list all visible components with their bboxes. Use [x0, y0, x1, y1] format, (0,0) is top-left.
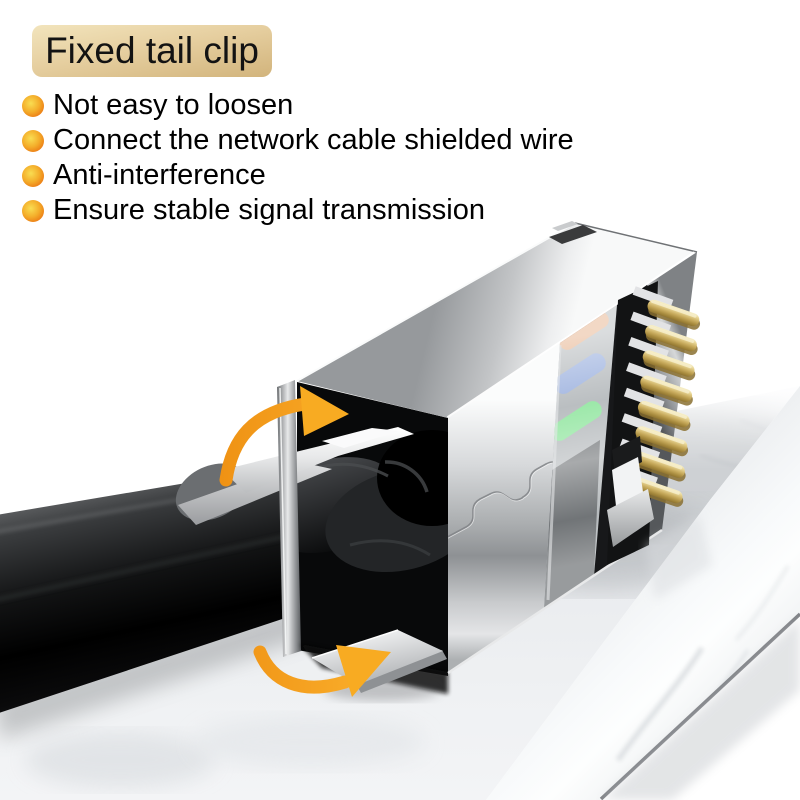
curved-arrow-upper-icon — [219, 386, 349, 487]
list-item: Ensure stable signal transmission — [0, 193, 780, 228]
bullet-dot-icon — [22, 129, 44, 152]
twisted-pairs — [297, 430, 448, 573]
curved-arrow-lower-icon — [253, 645, 391, 697]
tab-underside — [356, 650, 447, 693]
tab-highlight — [311, 629, 399, 659]
gold-pin-block — [607, 281, 701, 565]
feature-list: Not easy to loosen Connect the network c… — [0, 88, 780, 228]
title-badge-label: Fixed tail clip — [45, 30, 259, 71]
gold-pin — [630, 476, 684, 507]
top-back-edge — [296, 222, 576, 382]
title-badge: Fixed tail clip — [32, 25, 272, 77]
arrow-body — [219, 397, 312, 487]
bullet-dot-icon — [22, 199, 44, 222]
latch-notch — [549, 225, 597, 244]
marble-blotch — [25, 732, 215, 788]
feature-text: Not easy to loosen — [53, 89, 294, 121]
arrow-body — [253, 645, 352, 694]
marble-edge-line — [599, 612, 800, 800]
bottom-bracket — [612, 457, 643, 506]
gold-pin — [633, 451, 686, 482]
tail-clip-tip — [322, 428, 399, 448]
bullet-dot-icon — [22, 94, 44, 117]
arrow-head — [300, 386, 349, 436]
list-item: Anti-interference — [0, 158, 780, 193]
bullet-dot-icon — [22, 164, 44, 187]
feature-text: Connect the network cable shielded wire — [53, 124, 574, 156]
bottom-sill — [607, 489, 654, 547]
gold-pin — [645, 325, 698, 356]
list-item: Not easy to loosen — [0, 88, 780, 123]
flange-highlight — [279, 387, 287, 655]
wire-gloss — [349, 539, 431, 557]
arrow-head — [336, 645, 391, 697]
top-face — [297, 223, 697, 418]
gold-pins — [630, 299, 701, 507]
marble-edge-face — [486, 386, 800, 800]
gold-pin — [637, 400, 691, 431]
tail-clip-upper — [222, 427, 414, 493]
gold-pin — [642, 350, 696, 381]
marble-reflection — [645, 515, 712, 600]
connector-rear-opening — [175, 380, 448, 676]
marble-vein — [615, 646, 705, 762]
feature-text: Anti-interference — [53, 159, 266, 191]
window-streak — [546, 344, 562, 601]
marble-blotch — [195, 716, 425, 768]
list-item: Connect the network cable shielded wire — [0, 123, 780, 158]
marble-vein — [734, 565, 790, 641]
gold-pin — [647, 299, 701, 330]
gold-pin — [640, 375, 693, 406]
feature-text: Ensure stable signal transmission — [53, 194, 485, 226]
wire-window-contents — [544, 305, 617, 609]
wire-gloss — [384, 460, 429, 493]
top-right-edge — [574, 222, 698, 253]
connector-front-face — [447, 252, 697, 675]
metal-shield-face — [448, 343, 560, 673]
marble-edge-shadow — [602, 618, 800, 800]
pin-base-gap — [612, 436, 642, 476]
annotation-arrows — [219, 386, 391, 697]
shield-flange-edge — [277, 380, 301, 657]
window-frost — [544, 305, 617, 609]
latch-tab — [552, 221, 578, 231]
wire-pair-bump — [377, 430, 448, 526]
gold-pin — [635, 426, 689, 457]
